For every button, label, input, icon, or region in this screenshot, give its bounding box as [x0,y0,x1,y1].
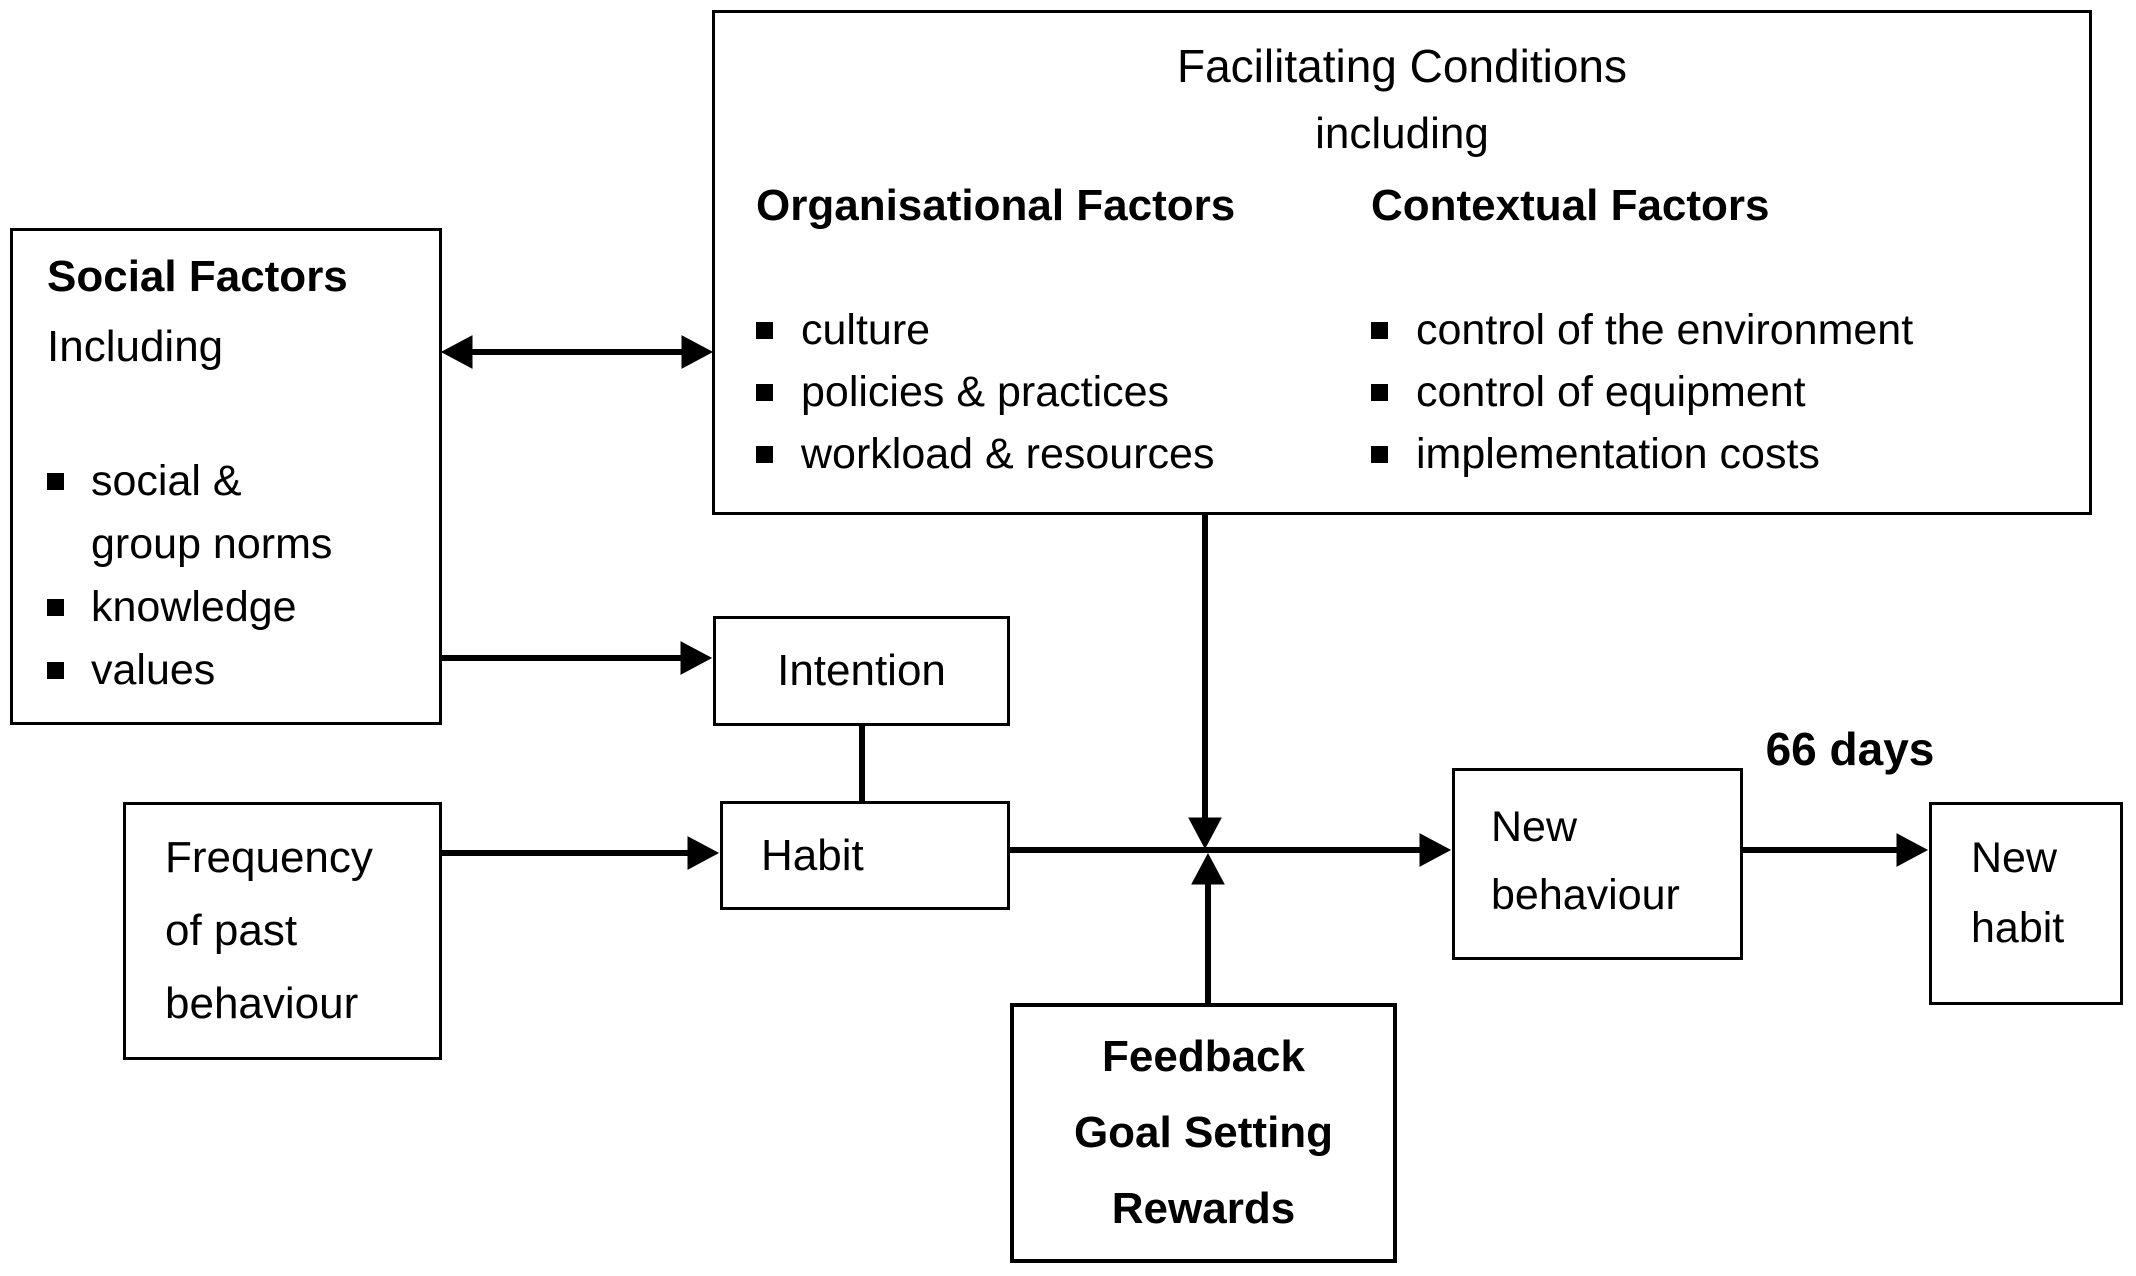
list-item: control of equipment [1371,361,2071,423]
arrowhead-right-icon [1419,833,1452,867]
frequency-of-past-behaviour-box: Frequency of past behaviour [123,802,442,1060]
list-item-label: culture [801,306,931,354]
feedback-goal-setting-rewards-box: Feedback Goal Setting Rewards [1010,1003,1397,1263]
bullet-square-icon [1371,446,1388,463]
list-item: implementation costs [1371,423,2071,485]
list-item: social & group norms [47,450,439,576]
social-factors-box: Social Factors Including social & group … [10,228,442,725]
feedback-label: Feedback Goal Setting Rewards [1073,1032,1334,1233]
list-item: policies & practices [756,361,1356,423]
facilitating-conditions-title: Facilitating Conditions [1176,40,1627,92]
list-item-label: control of equipment [1416,368,1806,416]
list-item-label: control of the environment [1416,306,1914,354]
arrow-frequency-to-habit [442,836,720,870]
facilitating-conditions-box: Facilitating Conditions including Organi… [712,10,2092,515]
organisational-factors-header: Organisational Factors [756,181,1236,230]
bullet-square-icon [47,599,64,616]
arrowhead-right-icon [687,836,720,870]
list-item: values [47,639,439,702]
bullet-square-icon [1371,384,1388,401]
arrowhead-up-icon [1191,852,1225,885]
bullet-square-icon [756,384,773,401]
arrow-social-to-intention [440,641,713,675]
list-item-label: implementation costs [1416,430,1820,478]
social-factors-list: social & group norms knowledge values [47,450,439,702]
habit-label: Habit [761,830,864,880]
new-behaviour-label: New behaviour [1491,803,1680,919]
social-factors-subtitle: Including [47,322,224,371]
arrowhead-right-icon [1896,833,1929,867]
bullet-square-icon [47,473,64,490]
spacer [1371,231,2071,299]
organisational-factors-column: Organisational Factors culture policies … [756,181,1356,485]
bullet-square-icon [1371,322,1388,339]
arrow-habit-to-new-behaviour [1010,833,1452,867]
spacer [756,231,1356,299]
list-item: control of the environment [1371,299,2071,361]
list-item-label: knowledge [91,583,297,631]
habit-box: Habit [720,801,1010,910]
arrowhead-left-icon [440,335,473,369]
social-factors-title: Social Factors [47,252,348,301]
arrow-social-facilitating-bidirectional [440,335,714,369]
list-item: workload & resources [756,423,1356,485]
arrowhead-down-icon [1188,817,1222,850]
bullet-square-icon [756,446,773,463]
new-habit-label: New habit [1971,834,2065,952]
arrow-new-behaviour-to-new-habit [1743,833,1929,867]
arrowhead-right-icon [680,641,713,675]
intention-label: Intention [777,646,946,695]
arrowhead-right-icon [681,335,714,369]
list-item-label: social & group norms [91,457,333,568]
contextual-factors-header: Contextual Factors [1371,181,1770,230]
list-item: culture [756,299,1356,361]
intention-box: Intention [713,616,1010,726]
list-item-label: values [91,646,216,694]
arrow-facilitating-to-junction [1188,515,1222,850]
new-habit-box: New habit [1929,802,2123,1005]
contextual-factors-column: Contextual Factors control of the enviro… [1371,181,2071,485]
list-item-label: workload & resources [801,430,1215,478]
list-item-label: policies & practices [801,368,1170,416]
facilitating-conditions-subtitle: including [1315,109,1489,158]
frequency-label: Frequency of past behaviour [165,833,373,1028]
bullet-square-icon [47,662,64,679]
bullet-square-icon [756,322,773,339]
arrow-feedback-to-junction [1191,852,1225,1003]
list-item: knowledge [47,576,439,639]
new-behaviour-box: New behaviour [1452,768,1743,960]
sixty-six-days-label: 66 days [1765,723,1935,775]
